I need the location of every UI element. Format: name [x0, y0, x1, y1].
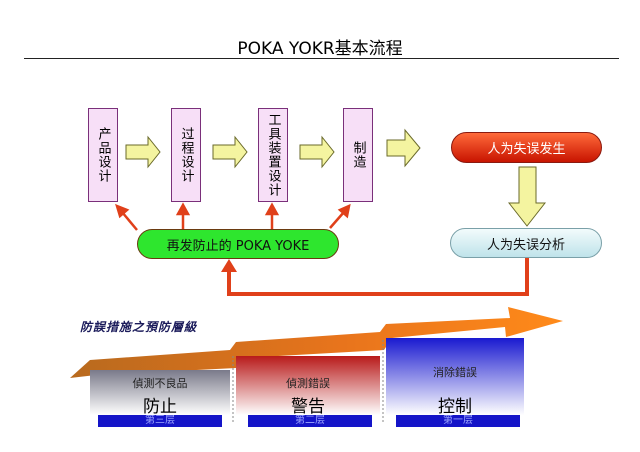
flow-arrow-3 — [299, 135, 335, 169]
recurrence-prevention-node: 再发防止的 POKA YOKE — [137, 229, 339, 259]
process-box-process-design: 过程设计 — [171, 108, 201, 202]
down-arrow — [507, 166, 547, 227]
process-box-product-design: 产品设计 — [88, 108, 118, 202]
return-loop-head — [221, 259, 237, 272]
page-title: POKA YOKR基本流程 — [237, 39, 403, 59]
feedback-arrows — [115, 202, 351, 231]
level-1-control: 消除錯誤 控制 — [386, 362, 524, 425]
level-band-3: 第三层 — [98, 415, 222, 427]
process-label: 过程设计 — [178, 127, 194, 183]
levels-title: 防誤措施之預防層級 — [80, 320, 198, 334]
level-3-prevent: 偵測不良品 防止 — [90, 370, 230, 425]
level-main-label: 警告 — [291, 397, 325, 417]
flow-arrows — [125, 128, 421, 169]
level-band-2: 第二层 — [248, 415, 372, 427]
level-panel-2 — [236, 356, 380, 415]
level-panel-3 — [386, 338, 524, 415]
flow-arrow-4 — [386, 128, 421, 168]
process-label: 工具装置设计 — [265, 113, 281, 197]
level-main-label: 控制 — [438, 397, 472, 417]
level-2-warn: 偵測錯誤 警告 — [236, 370, 380, 425]
process-box-fixture-design: 工具装置设计 — [258, 108, 288, 202]
process-label: 产品设计 — [95, 127, 111, 183]
level-top-label: 偵測不良品 — [132, 377, 188, 390]
level-top-label: 偵測錯誤 — [286, 377, 330, 390]
level-top-label: 消除錯誤 — [433, 366, 477, 379]
level-main-label: 防止 — [143, 397, 177, 417]
error-analysis-node: 人为失误分析 — [450, 228, 602, 258]
process-box-manufacturing: 制造 — [343, 108, 373, 202]
error-occurs-node: 人为失误发生 — [451, 132, 602, 163]
process-label: 制造 — [350, 141, 366, 169]
title-divider — [24, 58, 619, 59]
level-panel-1 — [90, 370, 230, 415]
levels-staircase-arrow — [70, 307, 563, 378]
flow-arrow-2 — [212, 135, 248, 169]
return-loop — [227, 258, 529, 296]
level-band-1: 第一层 — [396, 415, 520, 427]
flow-arrow-1 — [125, 135, 161, 169]
